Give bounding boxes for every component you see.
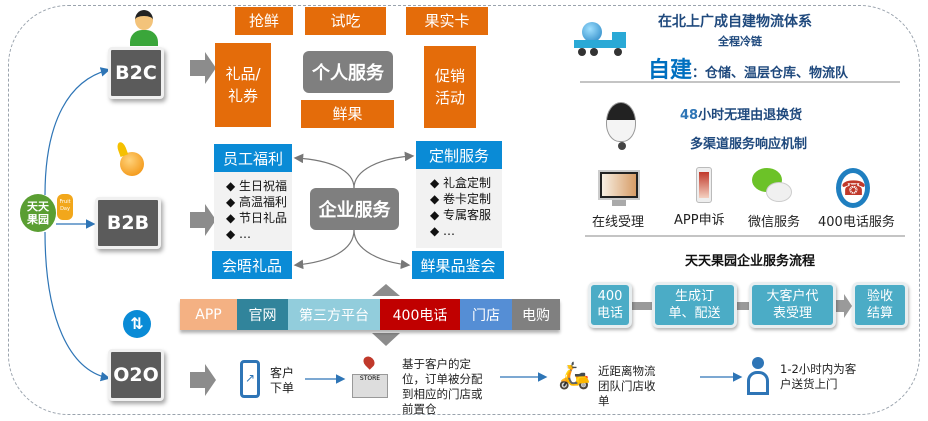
mobile-order-icon: ↗	[240, 360, 260, 398]
diagram-frame	[8, 5, 920, 415]
process-title: 天天果园企业服务流程	[684, 254, 815, 269]
channel-5: 电购	[512, 299, 560, 330]
mobile-app-icon	[696, 167, 712, 203]
online-monitor-icon	[598, 170, 640, 210]
courier-person-icon	[745, 357, 771, 395]
o2o-label: O2O	[113, 364, 159, 386]
flow-customer-order: 客户下单	[270, 366, 295, 395]
process-step-settlement: 验收结算	[852, 282, 908, 328]
self-built-detail: ：仓储、温层仓库、物流队	[692, 66, 849, 81]
flow-store-assignment: 基于客户的定位，订单被分配到相应的门店或前置仓	[402, 357, 483, 416]
list-item: ◆ …	[430, 224, 456, 238]
service-fresh-fruit: 鲜果	[301, 100, 394, 128]
wechat-icon	[752, 168, 792, 204]
employee-benefits-header: 员工福利	[214, 144, 292, 172]
channel-0: APP	[180, 299, 237, 330]
process-step-400: 400电话	[588, 282, 632, 328]
up-down-arrows-icon: ⇅	[123, 310, 151, 338]
enterprise-service-hub: 企业服务	[310, 188, 399, 230]
b2b-node[interactable]: B2B	[95, 197, 161, 249]
personal-service-hub: 个人服务	[303, 51, 393, 93]
wechat-service-label: 微信服务	[748, 215, 801, 230]
list-item: ◆ 节日礼品	[226, 211, 288, 225]
custom-service-header: 定制服务	[416, 141, 502, 169]
list-item: ◆ 高温福利	[226, 195, 288, 209]
list-item: ◆ 生日祝福	[226, 179, 288, 193]
meeting-gifts-header: 会晤礼品	[212, 251, 292, 279]
list-item: ◆ …	[226, 227, 252, 241]
employee-benefits-list: ◆ 生日祝福 ◆ 高温福利 ◆ 节日礼品 ◆ …	[214, 172, 292, 250]
channel-4: 门店	[460, 299, 512, 330]
delivery-rider-icon: 🛵	[558, 361, 591, 391]
return-policy-text: 48小时无理由退换货	[680, 104, 802, 123]
online-handling-label: 在线受理	[592, 215, 645, 230]
flow-home-delivery: 1-2小时内为客户送货上门	[780, 362, 857, 391]
phone-service-label: 400电话服务	[818, 215, 895, 230]
flow-logistics-team: 近距离物流团队门店收单	[598, 364, 656, 408]
logistics-title: 在北上广成自建物流体系	[658, 14, 812, 30]
service-gift-voucher: 礼品/礼券	[215, 43, 271, 127]
b2c-node[interactable]: B2C	[108, 47, 164, 99]
app-complaint-label: APP申诉	[674, 213, 725, 228]
service-tasting: 试吃	[305, 7, 386, 35]
fruit-day-text: Fruit Day	[59, 199, 71, 212]
channel-3: 400电话	[380, 299, 460, 330]
logo-text: 天天果园	[27, 200, 49, 226]
self-built-line: 自建：仓储、温层仓库、物流队	[648, 52, 848, 84]
fruit-tasting-event-header: 鲜果品鉴会	[412, 251, 504, 279]
list-item: ◆ 卷卡定制	[430, 192, 492, 206]
process-step-order: 生成订单、配送	[652, 282, 737, 328]
fruit-mascot-icon	[112, 141, 148, 190]
multichannel-text: 多渠道服务响应机制	[690, 137, 808, 152]
list-item: ◆ 礼盒定制	[430, 176, 492, 190]
b2c-label: B2C	[115, 62, 157, 84]
cold-chain-label: 全程冷链	[718, 35, 762, 48]
channel-1: 官网	[237, 299, 288, 330]
service-promotion: 促销活动	[424, 46, 476, 128]
service-grab-fresh: 抢鲜	[235, 7, 293, 35]
custom-service-list: ◆ 礼盒定制 ◆ 卷卡定制 ◆ 专属客服 ◆ …	[416, 169, 502, 248]
self-built-big: 自建	[648, 58, 693, 83]
process-step-account-manager: 大客户代表受理	[749, 282, 836, 328]
headset-agent-icon	[604, 102, 638, 154]
fruit-day-logo: Fruit Day	[57, 194, 73, 220]
channel-2: 第三方平台	[288, 299, 380, 330]
return-hours: 48	[680, 108, 699, 123]
store-icon: STORE	[350, 354, 390, 402]
customer-avatar-icon	[128, 10, 160, 46]
phone-400-icon: ☎	[836, 168, 870, 208]
return-policy-label: 小时无理由退换货	[698, 108, 803, 123]
b2b-label: B2B	[106, 212, 150, 234]
delivery-truck-icon	[574, 22, 628, 60]
tiantian-guoyuan-logo: 天天果园	[20, 194, 56, 232]
list-item: ◆ 专属客服	[430, 208, 492, 222]
o2o-node[interactable]: O2O	[108, 349, 164, 401]
service-fruit-card: 果实卡	[406, 7, 488, 35]
